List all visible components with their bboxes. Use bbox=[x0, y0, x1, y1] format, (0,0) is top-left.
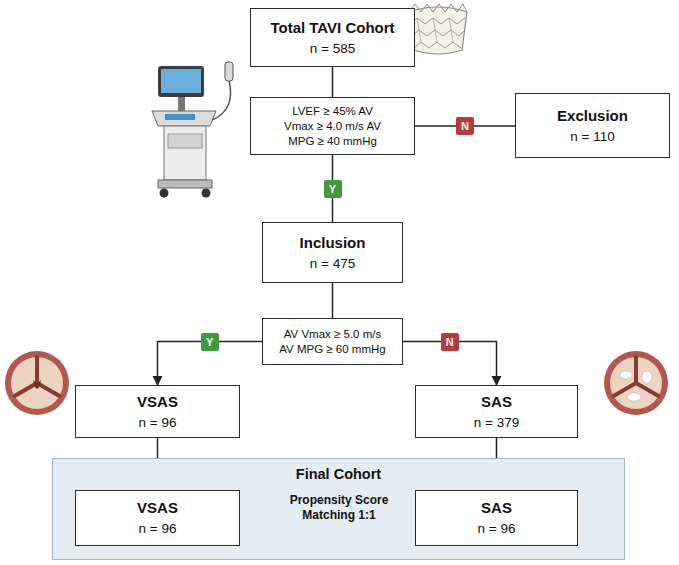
calcification bbox=[642, 371, 652, 383]
box-heading: SAS bbox=[481, 498, 512, 517]
flow-connector bbox=[332, 283, 334, 318]
box-heading: Inclusion bbox=[300, 233, 366, 252]
echo-machine-illustration bbox=[152, 62, 233, 198]
process-box: AV Vmax ≥ 5.0 m/s AV MPG ≥ 60 mmHg bbox=[262, 318, 403, 365]
box-heading: AV Vmax ≥ 5.0 m/s AV MPG ≥ 60 mmHg bbox=[271, 327, 395, 357]
group-band: Final CohortPropensity Score Matching 1:… bbox=[52, 458, 625, 560]
process-box: LVEF ≥ 45% AV Vmax ≥ 4.0 m/s AV MPG ≥ 40… bbox=[250, 97, 415, 155]
tavi-valve-illustration bbox=[409, 4, 467, 54]
decision-tag: N bbox=[441, 333, 459, 351]
box-text: n = 585 bbox=[310, 40, 355, 58]
box-text: n = 475 bbox=[310, 255, 355, 273]
probe bbox=[225, 62, 233, 81]
process-box: Inclusion n = 475 bbox=[262, 222, 403, 283]
keyboard bbox=[165, 114, 195, 120]
monitor-stand bbox=[178, 97, 185, 111]
wheel bbox=[160, 189, 169, 198]
control-panel bbox=[152, 111, 216, 126]
valve-leaflets bbox=[614, 357, 659, 396]
monitor-screen bbox=[161, 69, 201, 93]
valve-ring bbox=[5, 351, 69, 415]
valve-orifice bbox=[33, 380, 41, 389]
decision-tag: Y bbox=[324, 180, 342, 198]
process-box: Total TAVI Cohort n = 585 bbox=[250, 8, 415, 67]
box-heading: Final Cohort bbox=[53, 466, 624, 482]
valve-frame bbox=[409, 7, 467, 54]
wheel bbox=[202, 189, 211, 198]
calcification bbox=[627, 393, 641, 401]
box-text: n = 96 bbox=[478, 520, 516, 538]
box-heading: VSAS bbox=[137, 498, 178, 517]
valve-lumen bbox=[11, 357, 63, 409]
valve-mesh bbox=[417, 18, 453, 42]
box-heading: SAS bbox=[481, 392, 512, 411]
monitor bbox=[158, 66, 204, 97]
box-text: n = 96 bbox=[139, 520, 177, 538]
box-heading: VSAS bbox=[137, 392, 178, 411]
valve-lumen bbox=[610, 357, 662, 409]
process-box: VSAS n = 96 bbox=[75, 385, 240, 438]
decision-tag: N bbox=[456, 117, 474, 135]
valve-leaflets bbox=[15, 357, 60, 396]
process-box: VSAS n = 96 bbox=[75, 490, 240, 546]
aortic-valve-illustration bbox=[5, 351, 69, 415]
box-heading: Exclusion bbox=[557, 106, 628, 125]
process-box: SAS n = 96 bbox=[415, 490, 578, 546]
flow-connector bbox=[332, 67, 334, 97]
process-box: Exclusion n = 110 bbox=[515, 93, 670, 158]
box-heading: LVEF ≥ 45% AV Vmax ≥ 4.0 m/s AV MPG ≥ 40… bbox=[274, 104, 392, 149]
box-text: n = 96 bbox=[139, 414, 177, 432]
calcification bbox=[620, 371, 632, 379]
cart-base bbox=[158, 180, 212, 188]
box-heading: Total TAVI Cohort bbox=[270, 18, 394, 37]
valve-mesh bbox=[411, 18, 465, 24]
aortic-valve-illustration bbox=[604, 351, 668, 415]
valve-mesh bbox=[414, 42, 461, 48]
probe-cable bbox=[212, 80, 231, 120]
box-text: n = 379 bbox=[474, 414, 519, 432]
decision-tag: Y bbox=[201, 333, 219, 351]
drawer bbox=[168, 134, 202, 148]
valve-crown bbox=[409, 4, 467, 12]
valve-ring bbox=[604, 351, 668, 415]
process-box: SAS n = 379 bbox=[415, 385, 578, 438]
box-text: n = 110 bbox=[570, 128, 614, 146]
box-text: Propensity Score Matching 1:1 bbox=[279, 493, 399, 523]
cart-body bbox=[164, 126, 206, 180]
